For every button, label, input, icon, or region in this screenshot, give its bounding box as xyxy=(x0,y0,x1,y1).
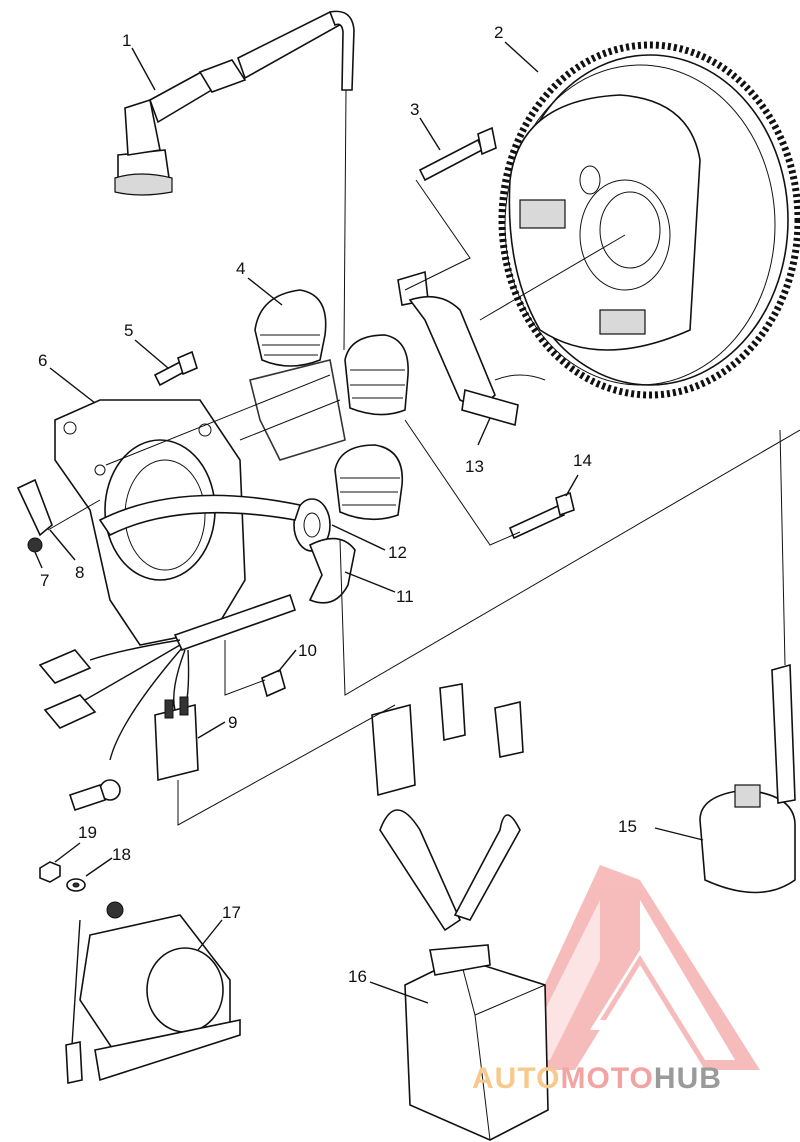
part-stator xyxy=(249,289,409,521)
part-screw-7 xyxy=(27,537,43,553)
part-nut-19 xyxy=(39,861,61,883)
part-screw-5 xyxy=(153,350,198,387)
callout-7: 7 xyxy=(40,571,49,590)
callout-16: 16 xyxy=(348,967,367,986)
callout-8: 8 xyxy=(75,563,84,582)
part-wiring-harness xyxy=(38,593,297,812)
part-screw-10 xyxy=(261,668,286,698)
part-washer-18 xyxy=(66,878,86,892)
callout-9: 9 xyxy=(228,713,237,732)
callout-13: 13 xyxy=(465,457,484,476)
callout-18: 18 xyxy=(112,845,131,864)
part-solenoid xyxy=(65,901,241,1084)
watermark-text: AUTOMOTOHUB xyxy=(472,1062,722,1095)
callout-17: 17 xyxy=(222,903,241,922)
callout-1: 1 xyxy=(122,31,131,50)
callout-15: 15 xyxy=(618,817,637,836)
watermark-part2: MOTO xyxy=(560,1062,653,1095)
callout-4: 4 xyxy=(236,259,245,278)
callout-3: 3 xyxy=(410,100,419,119)
callout-labels: 1 2 3 4 5 6 7 8 9 10 11 12 13 14 15 16 1… xyxy=(38,23,637,986)
callout-6: 6 xyxy=(38,351,47,370)
svg-text:AUTOMOTOHUB: AUTOMOTOHUB xyxy=(472,1062,722,1095)
callout-10: 10 xyxy=(298,641,317,660)
callout-12: 12 xyxy=(388,543,407,562)
part-stator-plate xyxy=(54,399,246,646)
part-ignition-coil xyxy=(699,663,796,894)
part-connector-9 xyxy=(154,696,199,782)
part-cdi-box xyxy=(371,683,549,1141)
callout-11: 11 xyxy=(396,587,414,606)
callout-leaders xyxy=(34,41,704,1004)
part-bolt-14 xyxy=(508,491,575,540)
callout-2: 2 xyxy=(494,23,503,42)
assembly-lines xyxy=(47,89,800,826)
callout-19: 19 xyxy=(78,823,97,842)
part-bolt-3 xyxy=(418,126,497,182)
watermark-part1: AUTO xyxy=(472,1062,560,1095)
part-flywheel xyxy=(498,41,800,399)
callout-14: 14 xyxy=(573,451,592,470)
part-pulser-coil xyxy=(397,270,546,427)
callout-5: 5 xyxy=(124,321,133,340)
part-harness-tube xyxy=(98,494,356,604)
watermark-part3: HUB xyxy=(654,1062,722,1095)
part-bracket-8 xyxy=(16,478,53,537)
part-spark-plug-cap xyxy=(114,10,355,196)
